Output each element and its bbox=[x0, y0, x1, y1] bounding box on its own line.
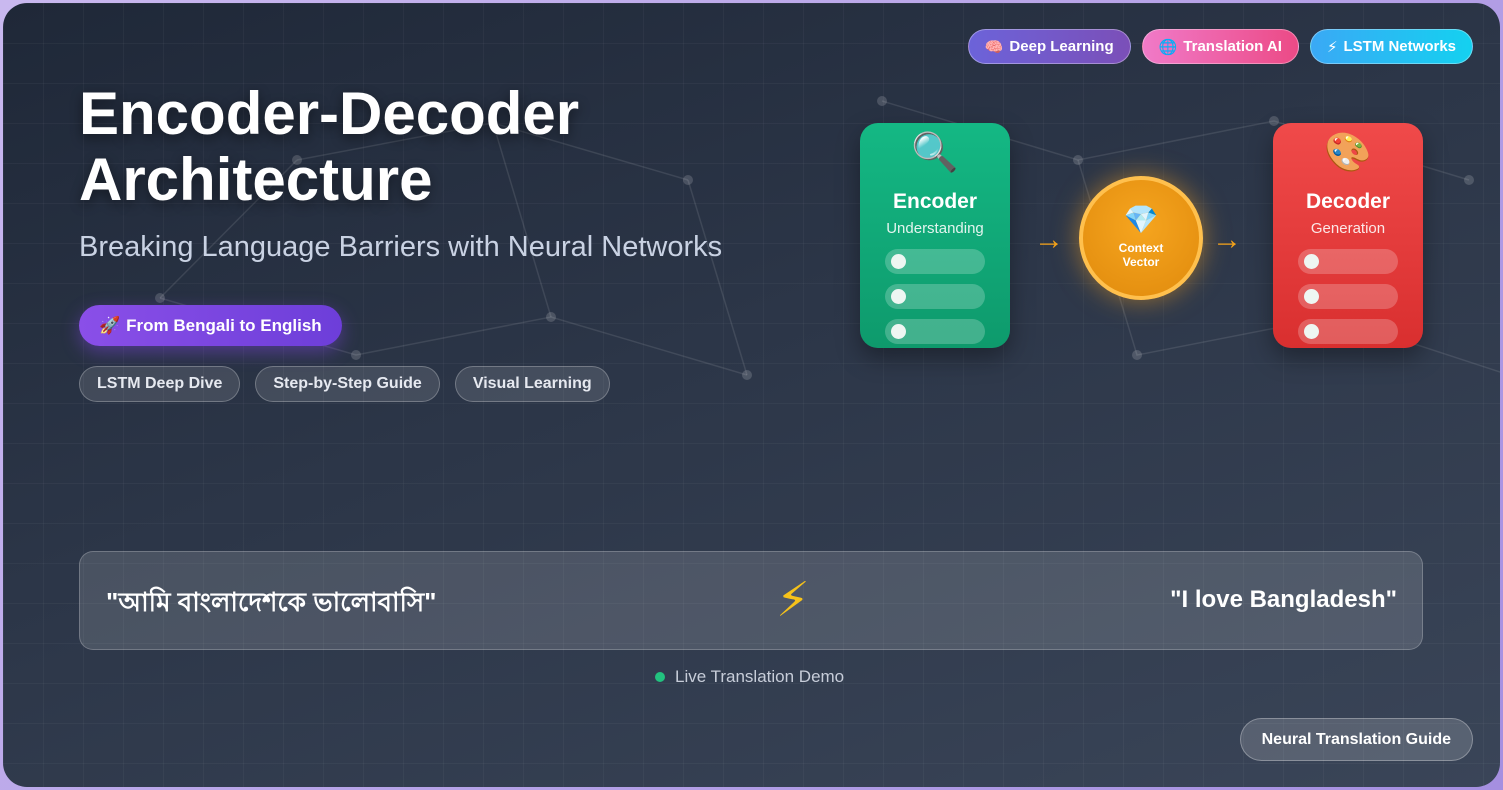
pill-lstm-deep-dive[interactable]: LSTM Deep Dive bbox=[79, 366, 241, 402]
unit-dot bbox=[1304, 254, 1319, 269]
title-line-1: Encoder-Decoder bbox=[79, 80, 580, 147]
pill-step-by-step-guide[interactable]: Step-by-Step Guide bbox=[255, 366, 440, 402]
globe-icon: 🌐 bbox=[1158, 38, 1178, 56]
encoder-title: Encoder bbox=[892, 190, 978, 213]
source-sentence: "আমি বাংলাদেশকে ভালোবাসি" bbox=[106, 587, 437, 617]
unit-dot bbox=[891, 254, 906, 269]
encoder-unit bbox=[885, 319, 985, 344]
decoder-subtitle: Generation bbox=[1310, 220, 1386, 237]
lightning-icon: ⚡ bbox=[1326, 38, 1338, 56]
grid-background bbox=[3, 3, 1500, 787]
tag-deep-learning[interactable]: 🧠 Deep Learning bbox=[967, 29, 1131, 64]
encoder-unit bbox=[885, 284, 985, 309]
hero-banner: 🧠 Deep Learning 🌐 Translation AI ⚡ LSTM … bbox=[3, 3, 1500, 787]
tag-translation-ai[interactable]: 🌐 Translation AI bbox=[1141, 29, 1299, 64]
page-title: Encoder-Decoder Architecture bbox=[79, 81, 579, 213]
tag-label: LSTM Networks bbox=[1343, 38, 1456, 55]
unit-dot bbox=[1304, 289, 1319, 304]
decoder-units bbox=[1273, 249, 1423, 344]
page-subtitle: Breaking Language Barriers with Neural N… bbox=[79, 231, 723, 263]
target-sentence: "I love Bangladesh" bbox=[1170, 586, 1397, 613]
feature-pills: LSTM Deep Dive Step-by-Step Guide Visual… bbox=[79, 366, 610, 402]
unit-dot bbox=[1304, 324, 1319, 339]
live-demo-status: Live Translation Demo bbox=[655, 667, 844, 687]
magnifier-icon: 🔍 bbox=[911, 132, 959, 174]
decoder-title: Decoder bbox=[1305, 190, 1391, 213]
pill-visual-learning[interactable]: Visual Learning bbox=[454, 366, 610, 402]
tag-label: Deep Learning bbox=[1009, 38, 1114, 55]
unit-dot bbox=[891, 289, 906, 304]
arrow-right-icon: → bbox=[1212, 223, 1242, 256]
decoder-card: 🎨 Decoder Generation bbox=[1273, 123, 1423, 348]
encoder-unit bbox=[885, 249, 985, 274]
gem-icon: 💎 bbox=[1123, 204, 1159, 235]
topic-tags: 🧠 Deep Learning 🌐 Translation AI ⚡ LSTM … bbox=[967, 29, 1473, 64]
palette-icon: 🎨 bbox=[1324, 132, 1372, 174]
encoder-card: 🔍 Encoder Understanding bbox=[860, 123, 1010, 348]
live-demo-label: Live Translation Demo bbox=[675, 667, 845, 686]
title-line-2: Architecture bbox=[79, 146, 433, 213]
tag-label: Translation AI bbox=[1183, 38, 1282, 55]
translation-demo-panel: "আমি বাংলাদেশকে ভালোবাসি" ⚡ "I love Bang… bbox=[79, 551, 1423, 650]
decoder-unit bbox=[1298, 284, 1398, 309]
decoder-unit bbox=[1298, 319, 1398, 344]
tag-lstm-networks[interactable]: ⚡ LSTM Networks bbox=[1309, 29, 1473, 64]
bengali-to-english-button[interactable]: 🚀 From Bengali to English bbox=[79, 305, 342, 346]
unit-dot bbox=[891, 324, 906, 339]
rocket-icon: 🚀 bbox=[99, 315, 121, 335]
arrow-right-icon: → bbox=[1034, 223, 1064, 256]
neural-translation-guide-button[interactable]: Neural Translation Guide bbox=[1239, 718, 1473, 761]
network-lines-decoration bbox=[155, 96, 1500, 380]
status-dot-icon bbox=[655, 672, 665, 682]
encoder-subtitle: Understanding bbox=[886, 220, 984, 237]
lightning-icon: ⚡ bbox=[776, 574, 810, 627]
brain-icon: 🧠 bbox=[984, 38, 1004, 56]
context-vector-label: Context Vector bbox=[1118, 241, 1164, 269]
cta-label: From Bengali to English bbox=[126, 315, 322, 335]
decoder-unit bbox=[1298, 249, 1398, 274]
context-vector: 💎 Context Vector bbox=[1079, 176, 1203, 300]
encoder-units bbox=[860, 249, 1010, 344]
